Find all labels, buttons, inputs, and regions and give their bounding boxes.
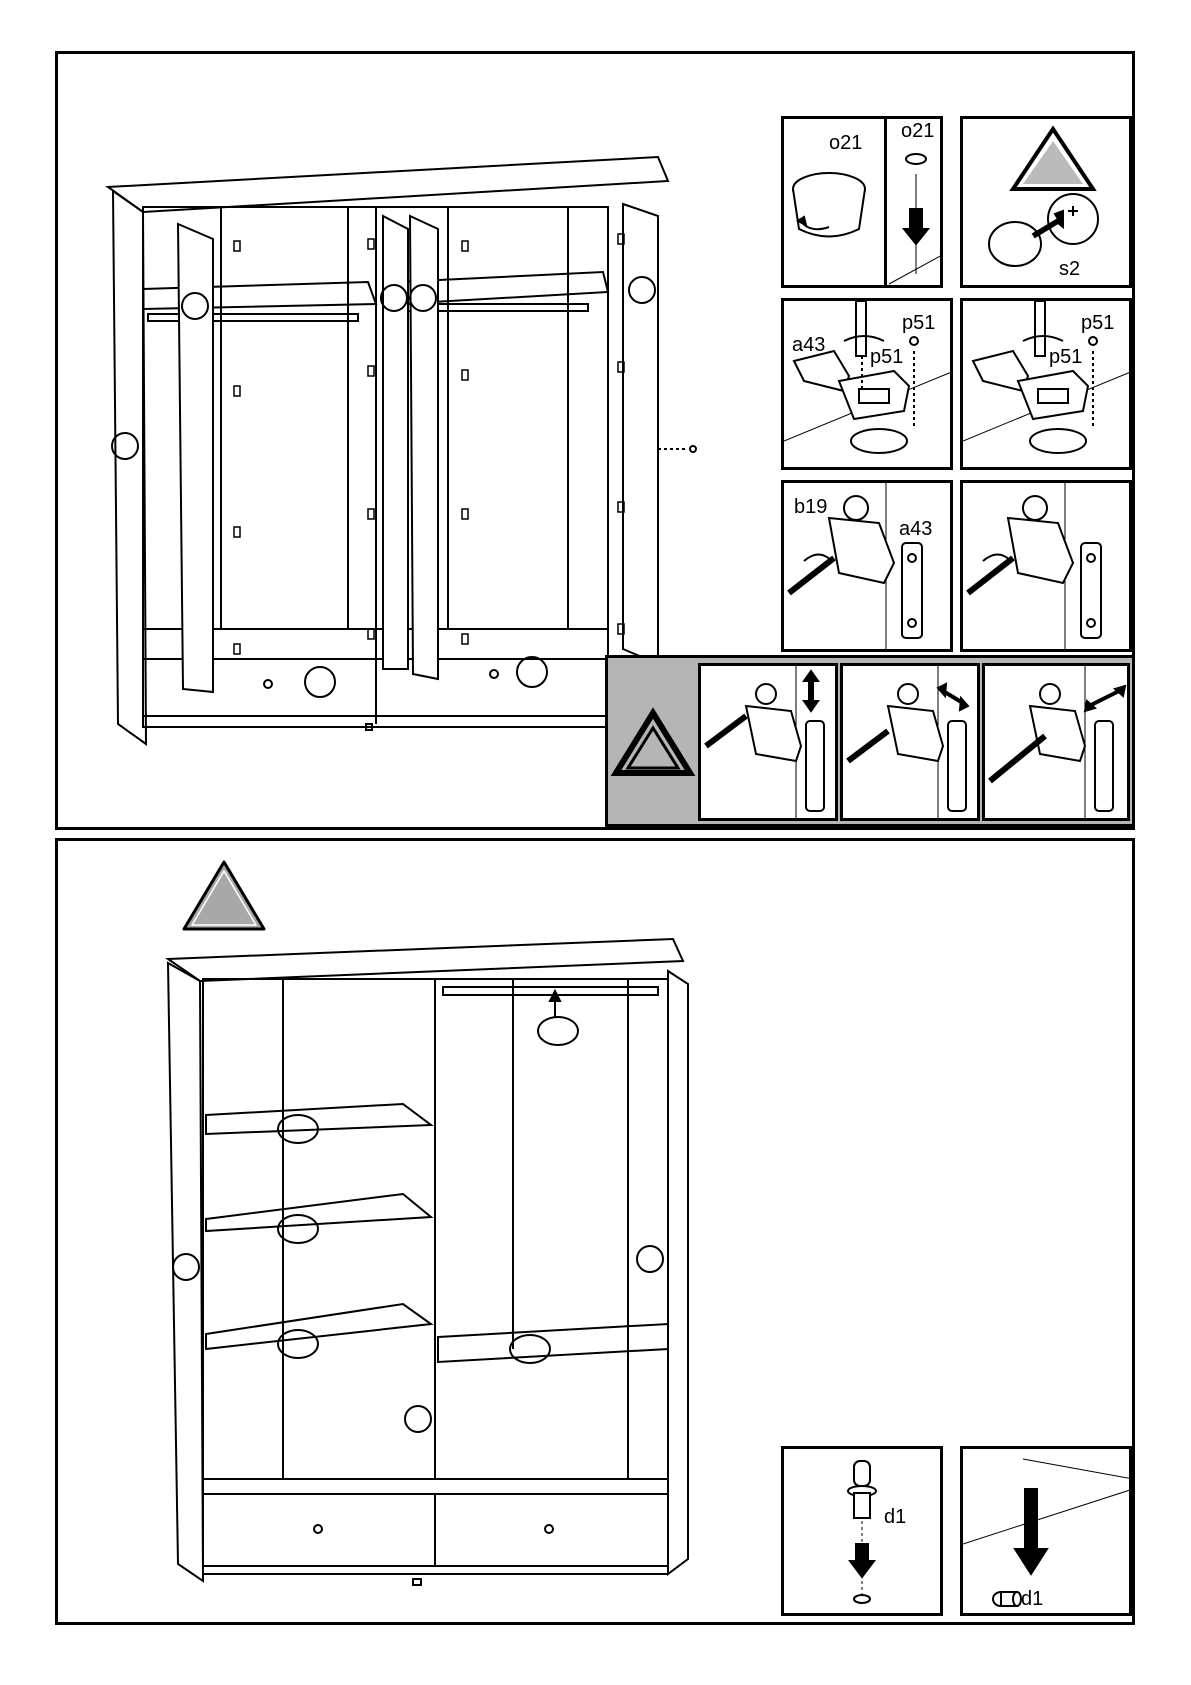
detail-adjust-left-box: b19 a43: [781, 480, 953, 652]
hinge-adjustment-warning-strip: [605, 655, 1135, 827]
label-p51-side-left: p51: [870, 347, 903, 367]
label-o21-cap: o21: [829, 133, 862, 153]
label-p51-side-right: p51: [1049, 347, 1082, 367]
wardrobe-assembled-drawing: [158, 929, 758, 1609]
step-1-panel: o21 o21 s2: [55, 51, 1135, 830]
label-s2: s2: [1059, 259, 1080, 279]
label-b19: b19: [794, 497, 827, 517]
label-a43-hinge: a43: [792, 335, 825, 355]
detail-hinge-right-box: p51 p51: [960, 298, 1132, 470]
detail-d1-left-box: d1: [781, 1446, 943, 1616]
adjust-height-box: [982, 663, 1130, 821]
hinge-height-adjust-drawing: [985, 666, 1130, 821]
detail-adjust-right-box: [960, 480, 1132, 652]
warning-triangle-icon: [608, 658, 698, 828]
label-p51-top-left: p51: [902, 313, 935, 333]
adjust-side-box: [840, 663, 980, 821]
label-a43-adjust: a43: [899, 519, 932, 539]
detail-hinge-left-box: a43 p51 p51: [781, 298, 953, 470]
detail-o21-box: o21 o21: [781, 116, 943, 288]
foot-pin-d1-placed-drawing: [963, 1449, 1132, 1616]
cap-o21-drawing: [784, 119, 943, 288]
label-o21-part: o21: [901, 121, 934, 141]
adjust-depth-box: [698, 663, 838, 821]
detail-s2-box: s2: [960, 116, 1132, 288]
foot-pin-d1-drawing: [784, 1449, 943, 1616]
step-2-panel: d1 d1: [55, 838, 1135, 1625]
hinge-adjust-drawing-right: [963, 483, 1132, 652]
caution-triangle-icon: [176, 857, 276, 937]
label-d1-left: d1: [884, 1507, 906, 1527]
screw-cover-s2-drawing: [963, 119, 1132, 288]
label-d1-right: d1: [1021, 1589, 1043, 1609]
label-p51-top-right: p51: [1081, 313, 1114, 333]
hinge-side-adjust-drawing: [843, 666, 980, 821]
hinge-depth-adjust-drawing: [701, 666, 838, 821]
detail-d1-right-box: d1: [960, 1446, 1132, 1616]
